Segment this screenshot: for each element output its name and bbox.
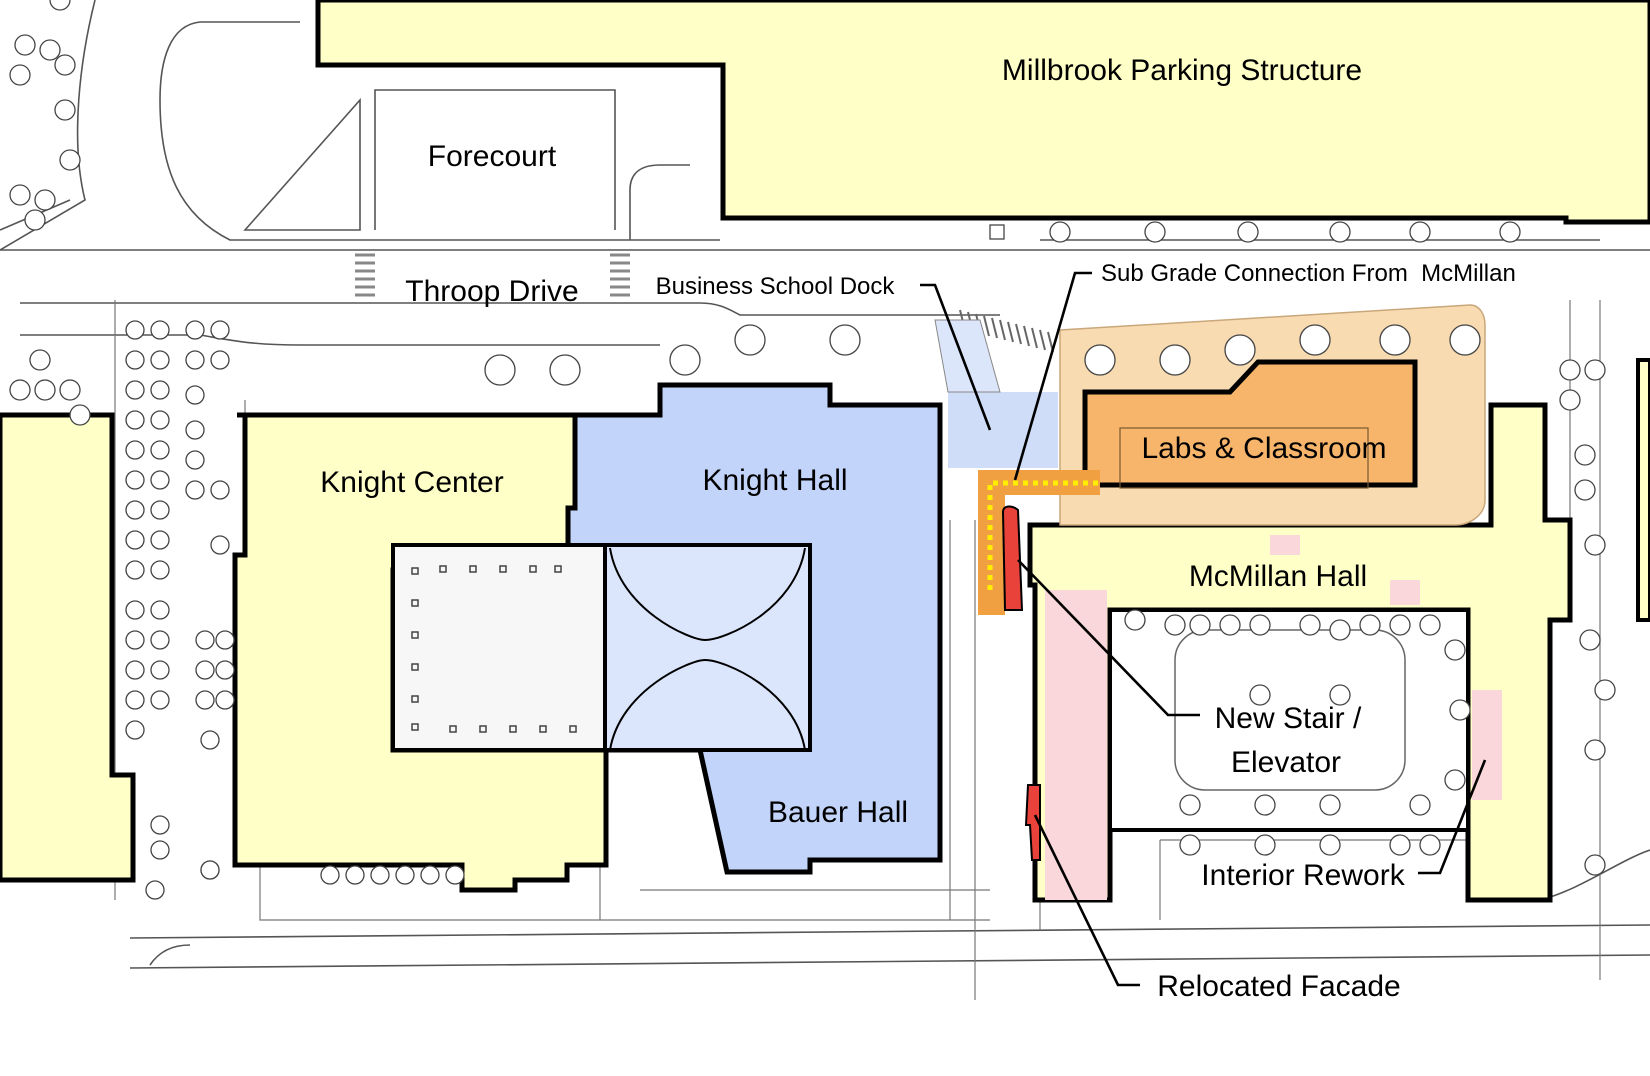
label-new-stair-line2: Elevator — [1231, 746, 1341, 779]
tree-rows-west — [125, 320, 235, 900]
leader-business-school-dock — [920, 283, 992, 431]
millbrook-parking-structure — [315, 0, 1650, 225]
courtyard-columns — [411, 565, 577, 733]
tree-row-south — [200, 860, 465, 885]
label-interior-rework: Interior Rework — [1201, 859, 1405, 892]
new-stair-elevator — [1001, 505, 1024, 611]
tree-row-parking — [989, 221, 1521, 243]
map-labels: Millbrook Parking Structure Forecourt Th… — [320, 54, 1516, 1003]
tree-cluster-mcmillan-courtyard — [1124, 609, 1471, 856]
label-knight-center: Knight Center — [320, 466, 503, 499]
tree-cluster-east — [1559, 359, 1616, 876]
leader-interior-rework — [1418, 759, 1487, 875]
label-mcmillan-hall: McMillan Hall — [1189, 560, 1367, 593]
labs-inner-outline — [1119, 427, 1369, 489]
leader-lines — [920, 271, 1487, 987]
mcmillan-courtyard-lawn — [1174, 629, 1406, 791]
label-new-stair-line1: New Stair / — [1215, 702, 1362, 735]
label-business-school-dock: Business School Dock — [656, 273, 896, 300]
relocated-facade — [1024, 784, 1041, 861]
west-building — [0, 412, 136, 883]
tree-row-throop — [484, 324, 1481, 386]
label-parking-structure: Millbrook Parking Structure — [1002, 54, 1362, 87]
knight-hall-interior — [603, 543, 812, 752]
label-relocated-facade: Relocated Facade — [1157, 970, 1401, 1003]
business-school-dock — [948, 392, 1058, 468]
dock-ramp — [934, 319, 1001, 393]
label-knight-hall: Knight Hall — [702, 464, 847, 497]
interior-rework-north — [1270, 535, 1300, 555]
crosswalk-east — [610, 253, 630, 297]
label-sub-grade-connection: Sub Grade Connection From McMillan — [1101, 260, 1516, 287]
leader-relocated-facade — [1033, 814, 1140, 987]
knight-hall-dome-top — [609, 547, 806, 642]
label-throop-drive: Throop Drive — [405, 275, 578, 308]
tree-cluster-northwest — [9, 0, 91, 426]
label-bauer-hall: Bauer Hall — [768, 796, 908, 829]
trees — [9, 0, 1616, 900]
east-building-edge — [1636, 358, 1650, 622]
knight-center-courtyard — [391, 543, 607, 752]
crosswalk-west — [355, 253, 375, 297]
mcmillan-courtyard — [1108, 608, 1470, 832]
leader-new-stair — [1017, 559, 1200, 717]
existing-buildings — [0, 0, 1650, 903]
label-labs-classroom: Labs & Classroom — [1141, 432, 1386, 465]
knight-hall-dome-bottom — [609, 658, 806, 751]
leader-sub-grade-connection — [1013, 271, 1092, 481]
interior-rework-north2 — [1390, 580, 1420, 605]
label-forecourt: Forecourt — [428, 140, 557, 173]
